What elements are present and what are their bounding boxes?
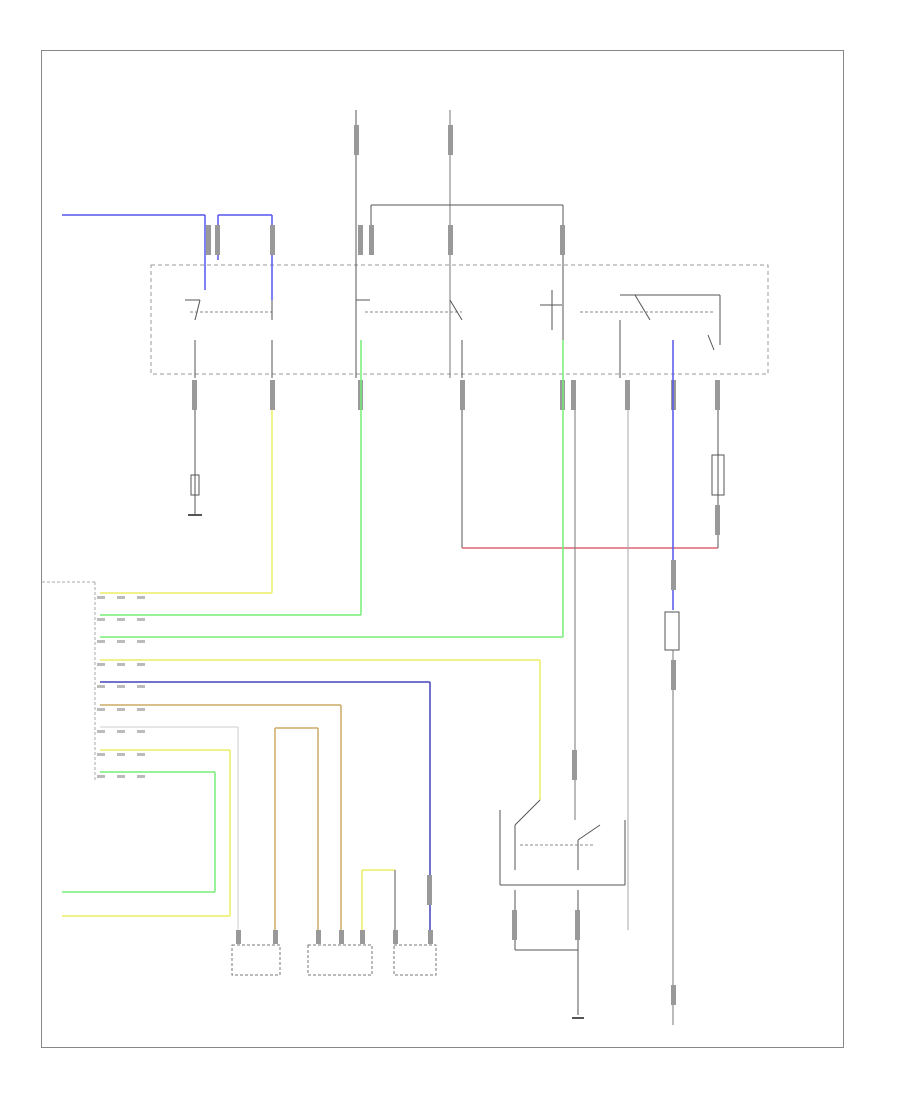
relay-box-boundary [150, 264, 769, 375]
diagram-frame [41, 50, 844, 1048]
bottom-component-2 [307, 944, 373, 976]
bottom-component-3 [393, 944, 437, 976]
bottom-component-1 [231, 944, 281, 976]
